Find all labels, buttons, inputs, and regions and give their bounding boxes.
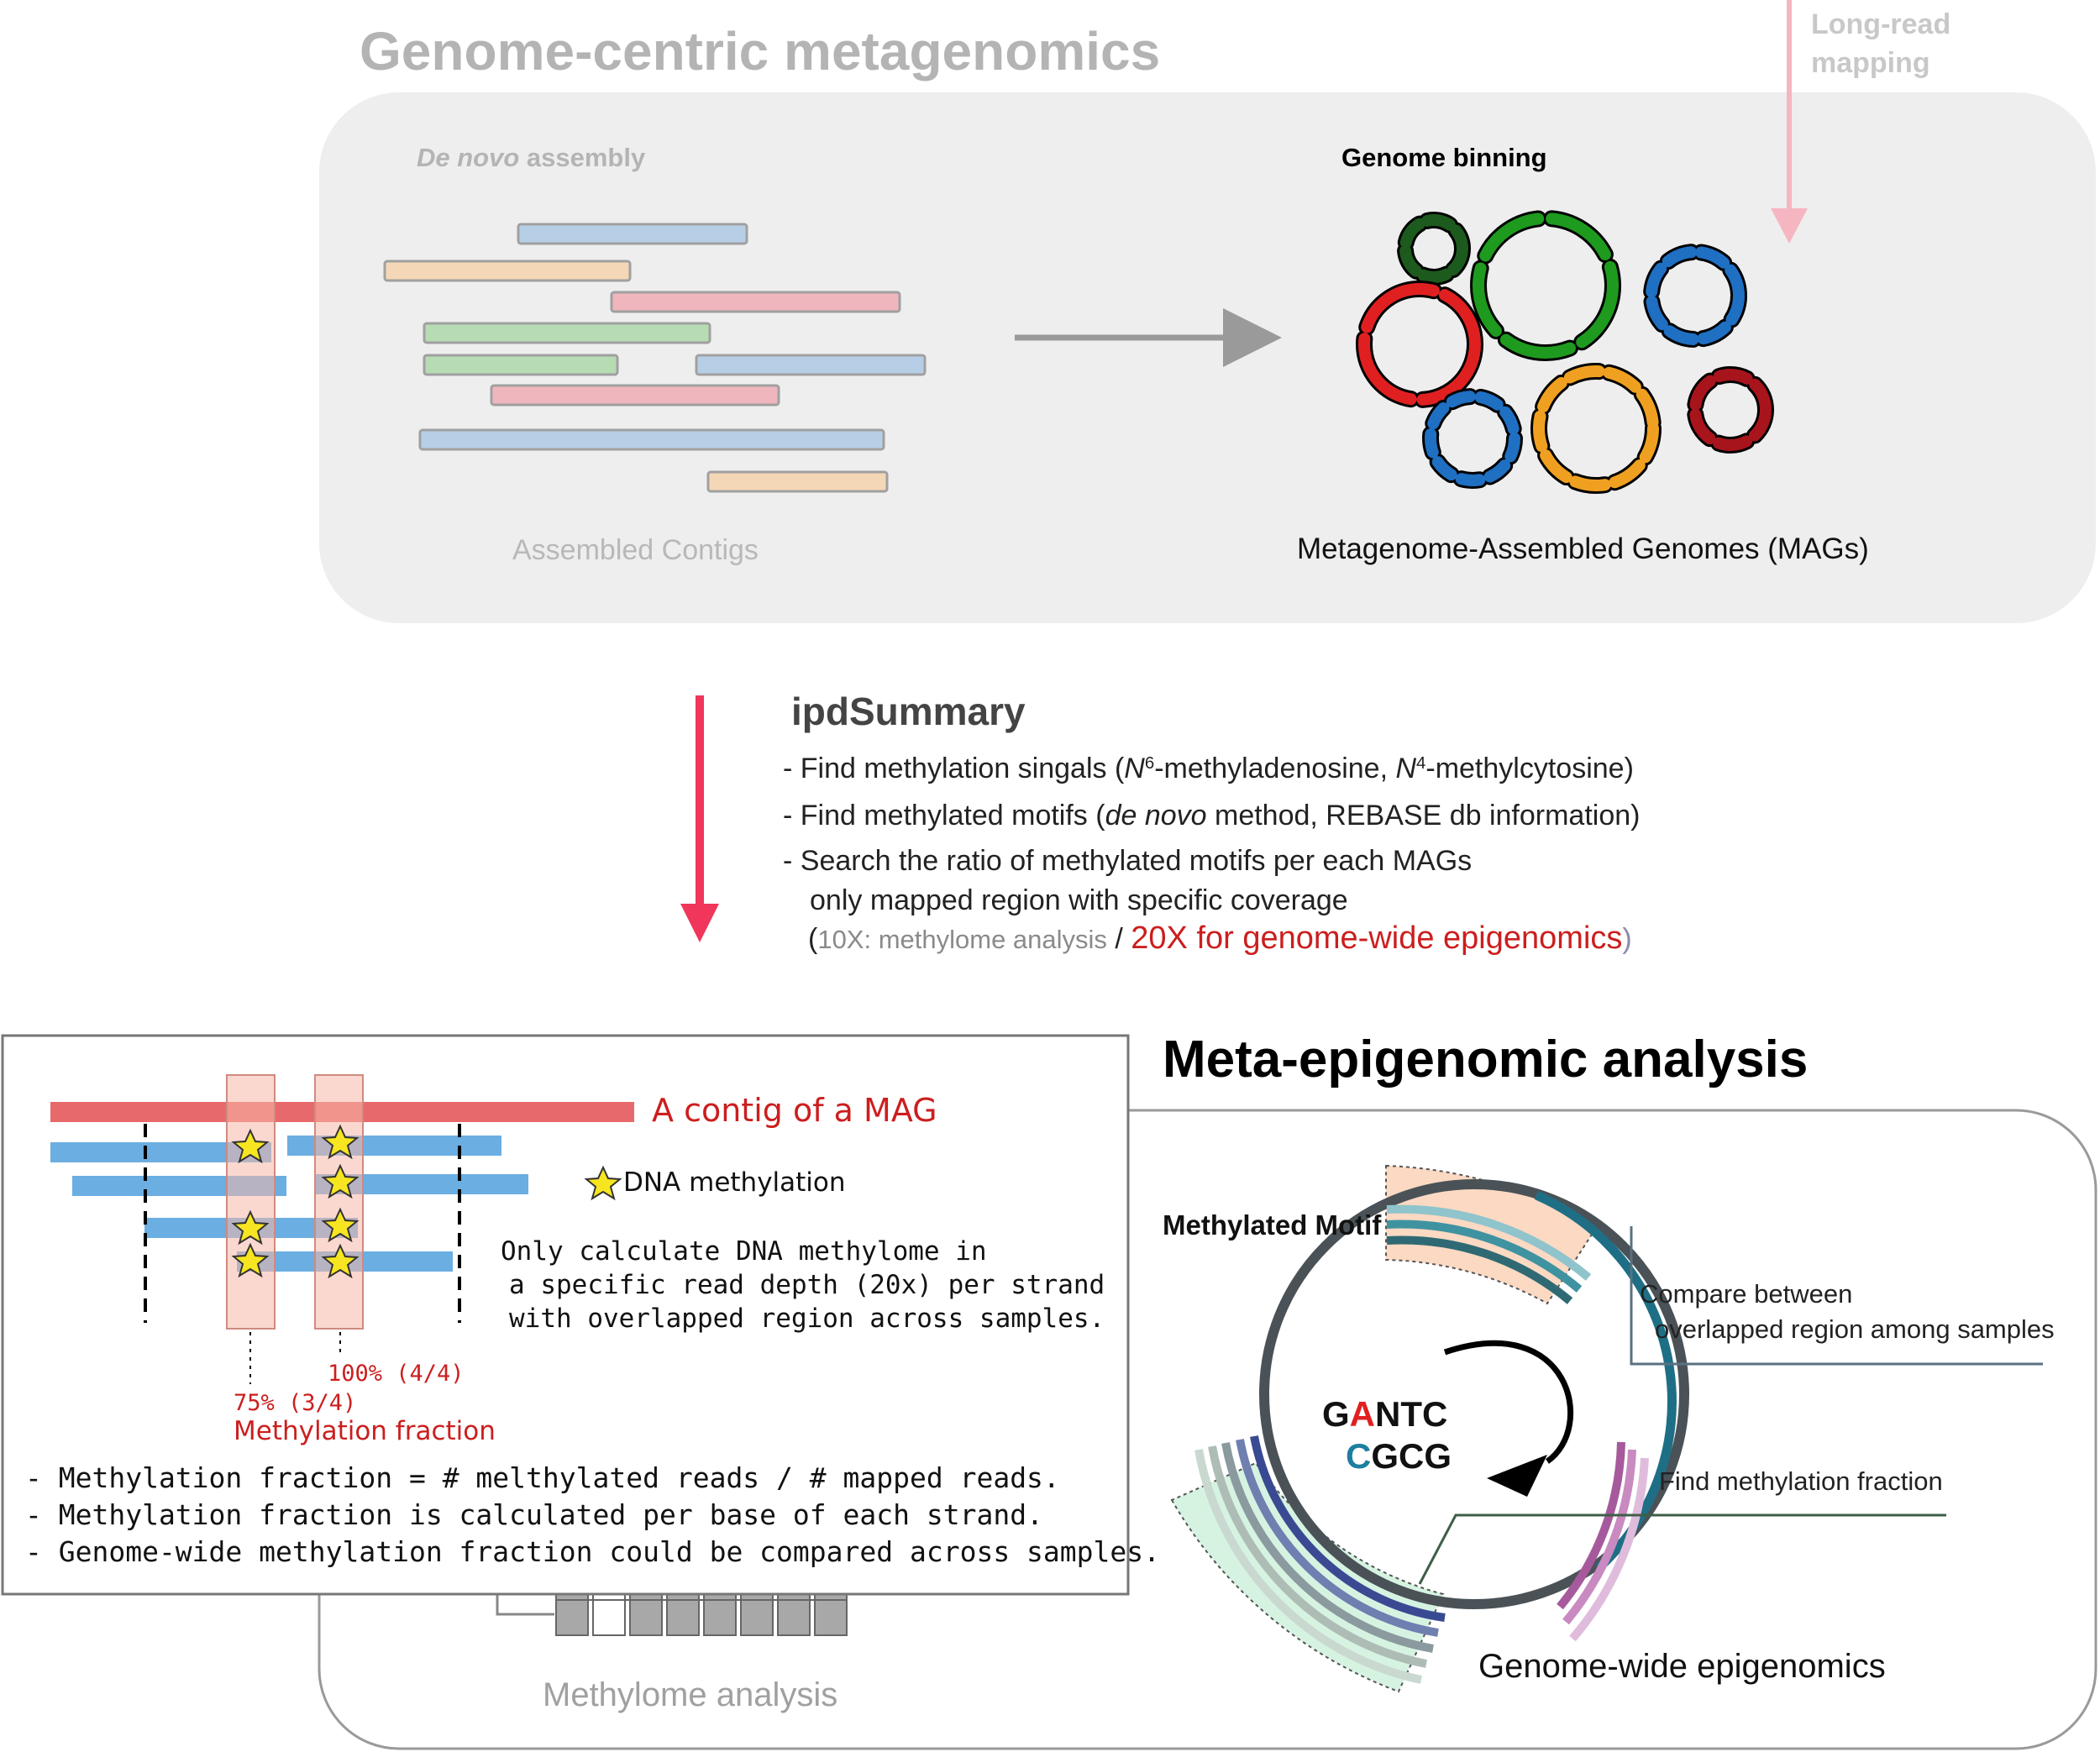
ipd-arrow: [680, 695, 719, 942]
bullet-3: - Genome-wide methylation fraction could…: [25, 1535, 1161, 1568]
methylation-star: [321, 1163, 360, 1199]
calc-line3: with overlapped region across samples.: [509, 1304, 1105, 1334]
de-novo-assembly-label: De novo assembly: [417, 143, 645, 173]
motif-wedge: [1385, 1164, 1598, 1305]
methylated-motif-label: Methylated Motif: [1163, 1209, 1382, 1241]
motif-cgcg: CGCG: [1346, 1436, 1452, 1477]
ipd-line-3: - Search the ratio of methylated motifs …: [783, 845, 1473, 877]
genome-binning-label: Genome binning: [1341, 143, 1547, 172]
main-title: Genome-centric metagenomics: [360, 21, 1161, 81]
ipd-line2-italic: de novo: [1105, 800, 1207, 831]
mag-circle: [1397, 212, 1471, 286]
ipd-line1-n6: N: [1124, 753, 1145, 784]
contig-bar: [517, 223, 748, 245]
mag-circle: [1422, 388, 1523, 489]
motif1-a: A: [1349, 1394, 1376, 1434]
contig-bar: [490, 384, 780, 407]
epigenome-diagram: [1170, 1164, 2043, 1693]
ipd-line-4: only mapped region with specific coverag…: [810, 884, 1348, 916]
motif1-g: G: [1322, 1394, 1350, 1434]
ipd-line1-n4: N: [1395, 753, 1417, 784]
ipd-line5-close: ): [1622, 923, 1632, 955]
fraction-callout-line: [1418, 1513, 1946, 1585]
contig-label: A contig of a MAG: [652, 1092, 937, 1129]
methylation-star: [321, 1124, 360, 1160]
long-read-line2: mapping: [1811, 47, 1930, 79]
curved-arrow: [1443, 1340, 1574, 1464]
methylation-star: [231, 1128, 270, 1164]
bullet-2: - Methylation fraction is calculated per…: [25, 1498, 1043, 1531]
calc-note: Only calculate DNA methylome in a specif…: [501, 1235, 1105, 1335]
ipd-line5-open: (: [808, 923, 818, 955]
inset-bullets: - Methylation fraction = # melthylated r…: [25, 1460, 1160, 1571]
compare-line1: Compare between: [1640, 1279, 1853, 1309]
methylome-analysis-label: Methylome analysis: [543, 1676, 838, 1713]
mag-circle: [1470, 210, 1621, 361]
ipd-line2-b: method, REBASE db information): [1206, 800, 1641, 831]
long-read-arrow: [1771, 0, 1808, 244]
ipd-line-5: (10X: methylome analysis / 20X for genom…: [808, 921, 1632, 957]
methylation-star: [231, 1242, 270, 1278]
ipd-line5-red: 20X for genome-wide epigenomics: [1131, 921, 1623, 956]
mag-circle: [1687, 366, 1774, 454]
methylation-star: [321, 1243, 360, 1279]
calc-line1: Only calculate DNA methylome in: [501, 1236, 987, 1267]
motif1-rest: NTC: [1375, 1394, 1448, 1434]
motif-gantc: GANTC: [1322, 1394, 1447, 1435]
contig-bar: [423, 354, 619, 376]
genome-wide-label: Genome-wide epigenomics: [1478, 1648, 1886, 1685]
ipd-line2-a: - Find methylated motifs (: [783, 800, 1105, 831]
contig-bar: [610, 291, 901, 313]
methylome-strip: [496, 1579, 848, 1636]
ipd-line5-slash: /: [1106, 923, 1131, 955]
contig-bar: [423, 322, 711, 344]
long-read-line1: Long-read: [1811, 8, 1951, 40]
ipd-line1-b: -methyladenosine,: [1154, 753, 1396, 784]
ipd-line-1: - Find methylation singals (N6-methylade…: [783, 753, 1634, 785]
compare-label: Compare between overlapped region among …: [1640, 1277, 2055, 1347]
legend-star-icon: [584, 1165, 622, 1201]
inset-box: [1, 1034, 1130, 1596]
ipd-line-2: - Find methylated motifs (de novo method…: [783, 800, 1640, 832]
meta-title: Meta-epigenomic analysis: [1163, 1031, 1809, 1088]
mag-circles: [1356, 210, 1774, 494]
contig-bar: [706, 470, 889, 493]
methylation-star: [321, 1207, 360, 1243]
contig-bars: [383, 223, 927, 493]
ipd-line1-sup4: 4: [1416, 753, 1426, 773]
bullet-1: - Methylation fraction = # melthylated r…: [25, 1461, 1060, 1494]
methylation-star: [231, 1209, 270, 1246]
motif2-rest: GCG: [1371, 1436, 1452, 1476]
contig-bar: [418, 428, 885, 451]
long-read-label: Long-read mapping: [1811, 5, 1950, 82]
assembly-word: assembly: [519, 143, 646, 172]
motif2-c: C: [1346, 1436, 1372, 1476]
contig-bar: [383, 260, 632, 282]
compare-line2: overlapped region among samples: [1655, 1314, 2055, 1344]
calc-line2: a specific read depth (20x) per strand: [509, 1270, 1105, 1300]
contig-bar: [695, 354, 927, 376]
pct75-label: 75% (3/4): [234, 1390, 357, 1416]
ipd-line1-c: -methylcytosine): [1425, 753, 1634, 784]
methylation-fraction-label: Methylation fraction: [234, 1416, 496, 1446]
genome-circle: [1259, 1179, 1689, 1609]
dna-methylation-label: DNA methylation: [623, 1167, 846, 1198]
mag-circle: [1530, 363, 1662, 494]
ipd-title: ipdSummary: [791, 690, 1026, 733]
mag-circle: [1356, 281, 1483, 408]
ipd-line1-a: - Find methylation singals (: [783, 753, 1125, 784]
compare-callout-line: [1630, 1226, 2043, 1366]
mags-label: Metagenome-Assembled Genomes (MAGs): [1297, 532, 1869, 565]
pct100-label: 100% (4/4): [328, 1361, 465, 1387]
ipd-line5-gray: 10X: methylome analysis: [817, 925, 1107, 954]
ipd-line1-sup6: 6: [1144, 753, 1155, 773]
mag-circle: [1643, 244, 1747, 348]
inset-graphics: [50, 1074, 634, 1384]
assembled-contigs-label: Assembled Contigs: [512, 534, 759, 566]
find-fraction-label: Find methylation fraction: [1659, 1466, 1943, 1496]
de-novo-italic: De novo: [417, 143, 520, 172]
